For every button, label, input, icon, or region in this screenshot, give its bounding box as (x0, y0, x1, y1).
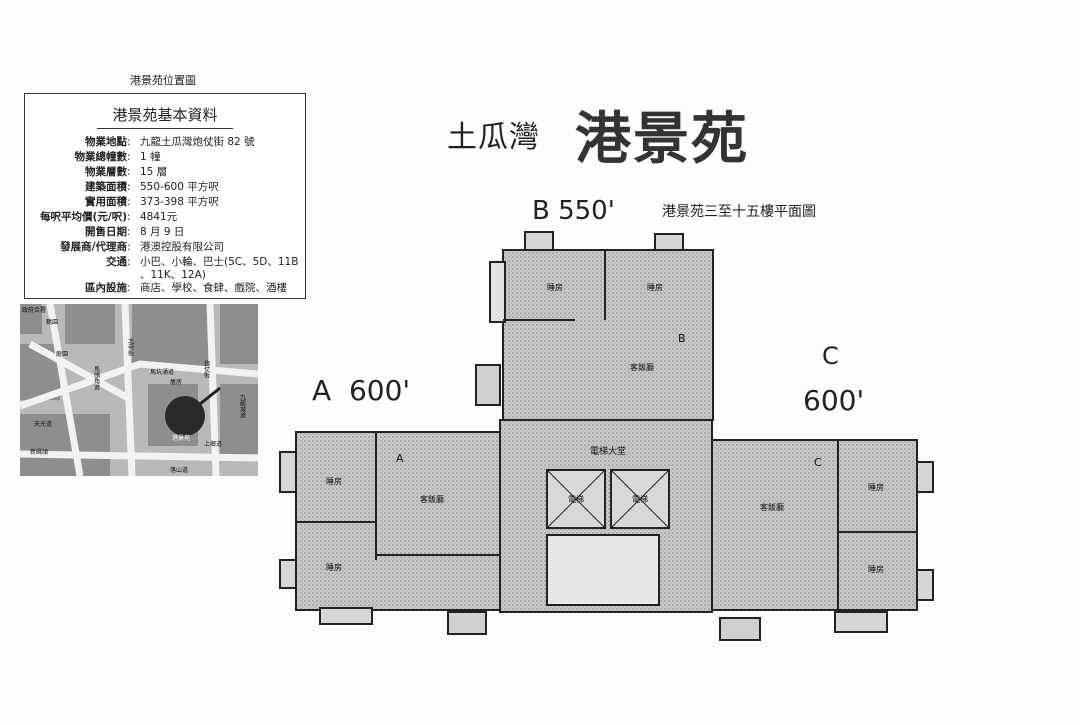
estate-title: 港景苑 (575, 106, 749, 172)
room-label: 睡房 (326, 476, 342, 486)
room-label: 客飯廳 (760, 502, 784, 512)
info-row: 發展商/代理商:港澳控股有限公司 (60, 241, 224, 253)
unit-label: A (396, 452, 404, 465)
info-row: 建築面積:550-600 平方呎 (85, 181, 219, 193)
info-label: 實用面積 (85, 196, 127, 208)
map-label: 龍園 (56, 350, 68, 358)
info-value: 550-600 平方呎 (140, 181, 219, 193)
room-label: 客飯廳 (630, 362, 654, 372)
info-value: 九龍土瓜灣炮仗街 82 號 (140, 136, 255, 148)
unit-label: C (814, 456, 822, 469)
room-label: 睡房 (868, 564, 884, 574)
info-row: 交通:小巴、小輪、巴士(5C、5D、11B (106, 256, 299, 268)
info-value: 8 月 9 日 (140, 226, 185, 238)
info-value: 、11K、12A) (140, 269, 206, 281)
info-title: 港景苑基本資料 (25, 104, 305, 129)
info-row: 物業地點:九龍土瓜灣炮仗街 82 號 (85, 136, 255, 148)
room-label: 電梯大堂 (590, 445, 626, 457)
info-value: 港澳控股有限公司 (140, 241, 224, 253)
room-label: 電梯 (568, 494, 584, 504)
unit-a-note: A 600' (312, 374, 411, 407)
room-label: 睡房 (326, 562, 342, 572)
info-row: 區內設施:商店、學校、食肆、戲院、酒樓 (85, 282, 287, 294)
map-label: 屠房 (170, 378, 182, 386)
map-label: 上鄉道 (204, 440, 222, 448)
unit-label: B (678, 332, 686, 345)
info-label: 發展商/代理商 (60, 241, 127, 253)
map-label: 鶴園 (46, 318, 58, 326)
info-row: 實用面積:373-398 平方呎 (85, 196, 219, 208)
info-row: 、11K、12A) (25, 268, 305, 283)
map-label: 天光道 (34, 420, 52, 428)
map-label: 馬頭角道 (93, 366, 100, 391)
map-label: 港景苑 (172, 434, 190, 442)
info-value: 小巴、小輪、巴士(5C、5D、11B (140, 256, 299, 268)
info-value: 商店、學校、食肆、戲院、酒樓 (140, 282, 287, 294)
info-row: 開售日期:8 月 9 日 (85, 226, 185, 238)
info-row: 物業層數:15 層 (85, 166, 168, 178)
info-row: 每呎平均價(元/呎):4841元 (40, 211, 178, 223)
unit-c-letter-note: C (822, 342, 839, 370)
room-label: 電梯 (632, 494, 648, 504)
info-label: 物業總幢數 (74, 151, 128, 163)
info-label: 建築面積 (85, 181, 127, 193)
room-label: 睡房 (547, 282, 563, 292)
info-value: 15 層 (140, 166, 168, 178)
info-label: 物業地點 (85, 136, 127, 148)
district-title: 土瓜灣 (447, 120, 540, 155)
map-label: 落山道 (170, 466, 188, 474)
map-label: 北帝街 (127, 337, 134, 357)
map-label: 馬坑涌道 (150, 368, 174, 376)
info-label: 開售日期 (85, 226, 127, 238)
info-label: 每呎平均價(元/呎) (40, 211, 127, 223)
map-label: 新碼頭 (30, 448, 48, 456)
info-value: 1 幢 (140, 151, 161, 163)
info-label: 物業層數 (85, 166, 127, 178)
info-label: 交通 (106, 256, 127, 268)
info-value: 373-398 平方呎 (140, 196, 219, 208)
info-value: 4841元 (140, 211, 178, 223)
room-label: 睡房 (647, 282, 663, 292)
unit-c-size-note: 600' (803, 384, 865, 417)
map-label: 炮仗街 (203, 359, 210, 379)
room-label: 客飯廳 (420, 494, 444, 504)
unit-b-note: B 550' (532, 196, 615, 226)
property-info-box: 港景苑基本資料 物業地點:九龍土瓜灣炮仗街 82 號 物業總幢數:1 幢 物業層… (24, 93, 306, 299)
location-map: 鶴園 北帝街 馬坑涌道 炮仗街 九龍城道 天光道 上鄉道 港景苑 馬頭角道 落山… (20, 304, 258, 476)
map-label: 政府合署 (22, 306, 46, 314)
map-label: 九龍城道 (239, 393, 246, 419)
floor-plan-subtitle: 港景苑三至十五樓平面圖 (662, 204, 816, 220)
info-label: 區內設施 (85, 282, 127, 294)
info-row: 物業總幢數:1 幢 (74, 151, 161, 163)
location-map-caption: 港景苑位置圖 (130, 74, 196, 87)
room-label: 睡房 (868, 482, 884, 492)
